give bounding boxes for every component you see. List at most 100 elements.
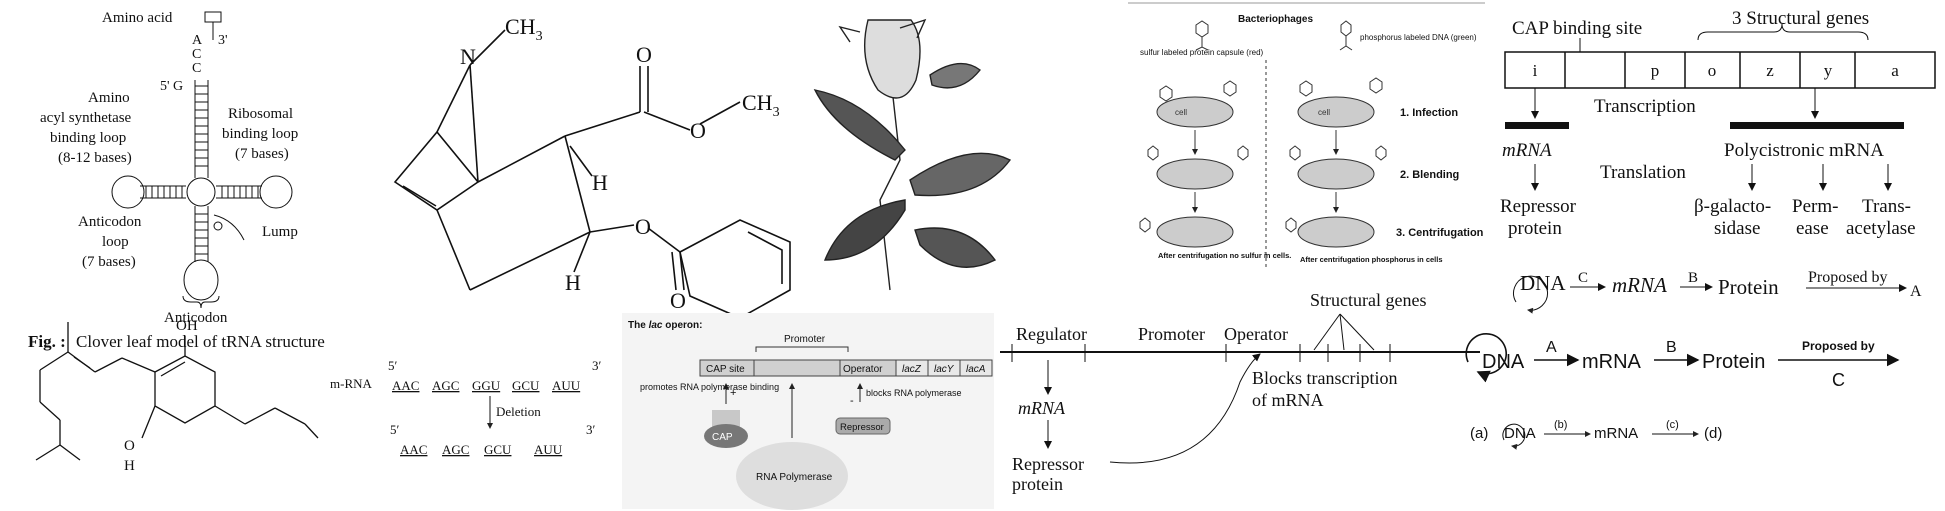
cocaine-ch3-top: CH3 [505,14,543,44]
anticodon-label: Anticodon [164,310,228,326]
amino-loop-label-1: Amino [88,90,130,106]
right-cell-1 [1297,96,1375,128]
central-dogma-3: (a) DNA (b) mRNA (c) (d) [1470,419,1722,450]
phage-phos-label: phosphorus labeled DNA (green) [1360,33,1477,42]
gene-y: y [1824,61,1833,80]
flower-illustration [813,18,1012,291]
bacteriophage-panel: Bacteriophages sulfur labeled protein ca… [1128,2,1485,268]
caption-rest: Clover leaf model of tRNA structure [76,332,325,351]
perm-line1: Perm- [1792,196,1838,217]
translation-label: Translation [1600,162,1686,183]
bottom-codon-1: AAC [400,442,427,457]
regulator-label: Regulator [1016,324,1087,344]
blocks-line1: Blocks transcription [1252,368,1397,388]
lac-title-pre: The [628,320,649,331]
cap-binding-site-label: CAP binding site [1512,18,1642,39]
dogma3-b: (b) [1554,419,1567,431]
mrna-left-label: mRNA [1502,140,1552,161]
mrna-deletion-diagram: m-RNA 5′ AAC AGC GGU GCU AUU 3′ Deletion… [330,358,602,457]
replication-loop-3 [1502,423,1526,450]
bottom-codon-2: AGC [442,442,469,457]
anticodon-brace [182,295,220,309]
lac-promoter-label: Promoter [784,334,826,345]
phage-left-result: After centrifugation no sulfur in cells. [1158,251,1291,260]
central-dogma-2: DNA A mRNA B Protein Proposed by C [1465,332,1900,390]
phage-step2: 2. Blending [1400,169,1459,181]
left-cell-3 [1156,216,1234,248]
dogma2-b: B [1666,339,1677,356]
top-codon-3: GGU [472,378,501,393]
lac-title-post: operon: [662,320,702,331]
lac-lacy: lacY [934,364,955,375]
anticodon-loop-label-2: loop [102,234,129,250]
ribo-loop-label-1: Ribosomal [228,106,293,122]
blocks-line2-text: of mRNA [1252,390,1324,410]
trna-5prime-label: 5' G [160,79,183,94]
ch3-right-sub: 3 [773,105,780,120]
cocaine-h1: H [592,170,608,195]
dogma1-c: C [1578,270,1588,286]
promoter-box [753,359,841,377]
gene-i: i [1533,61,1538,80]
top-codon-5: AUU [552,378,581,393]
anticodon-arm [183,206,245,301]
trna-amino-acid-label: Amino acid [102,10,173,26]
structural-brace [1697,23,1869,41]
lac-cap: CAP [712,432,733,443]
cocaine-o2: O [690,118,706,143]
cap-gene-diagram: CAP binding site 3 Structural genes i p … [1500,8,1936,239]
deletion-arrow-label: Deletion [496,404,541,419]
right-cell-label: cell [1318,108,1330,117]
ch3-top-sub: 3 [536,29,543,44]
beta-line2: sidase [1714,218,1760,239]
ch3-top-text: CH [505,14,536,39]
ribo-loop-label-2: binding loop [222,126,298,142]
top-codon-4: GCU [512,378,540,393]
cbd-structure [35,322,319,461]
deletion-mrna-label: m-RNA [330,376,373,391]
operon-repressor-2: protein [1012,474,1063,494]
dogma3-d: (d) [1704,425,1722,442]
cocaine-o4: O [670,288,686,313]
gene-boxes [1504,51,1936,89]
operon-line-diagram: Regulator Promoter Operator Structural g… [1000,290,1480,494]
trna-cloverleaf-diagram: Amino acid A C C 3' 5' G [28,10,325,351]
trna-c2-label: C [192,61,201,76]
anticodon-loop-label-3: (7 bases) [82,254,136,270]
lump-label: Lump [262,224,298,240]
ribo-loop-label-3: (7 bases) [235,146,289,162]
gene-a: a [1891,61,1899,80]
bottom-codon-4: AUU [534,442,563,457]
cocaine-h2: H [565,270,581,295]
lac-plus: + [730,387,736,399]
lac-laca: lacA [966,364,986,375]
trna-a-label: A [192,33,203,48]
lac-lacz: lacZ [902,364,922,375]
cbd-o: O [124,438,135,454]
deletion-five: 5′ [388,358,398,373]
cocaine-structure [393,29,791,319]
gene-p: p [1651,61,1660,80]
transcription-label: Transcription [1594,96,1696,117]
operon-repressor-1: Repressor [1012,454,1084,474]
polycistronic-label: Polycistronic mRNA [1724,140,1884,161]
trna-3prime-label: 3' [218,33,228,48]
dogma2-proposed: Proposed by [1802,339,1875,353]
dogma3-dna: DNA [1504,425,1536,442]
dogma3-a: (a) [1470,425,1488,442]
operator-label: Operator [1224,324,1288,344]
dogma3-c: (c) [1666,419,1679,431]
dogma1-a: A [1910,283,1922,300]
lac-title-em: lac [649,320,663,331]
phage-step1: 1. Infection [1400,107,1458,119]
dogma3-mrna: mRNA [1594,425,1638,442]
trna-caption: Fig. : Clover leaf model of tRNA structu… [28,332,325,351]
ch3-right-text: CH [742,90,773,115]
repressor-to-operator-arrow [1109,353,1261,464]
dogma2-dna: DNA [1482,351,1525,373]
cbd-oh: OH [176,318,198,334]
replication-loop-2 [1465,332,1508,383]
lac-title: The lac operon: [628,320,702,331]
lac-repressor: Repressor [840,422,884,433]
